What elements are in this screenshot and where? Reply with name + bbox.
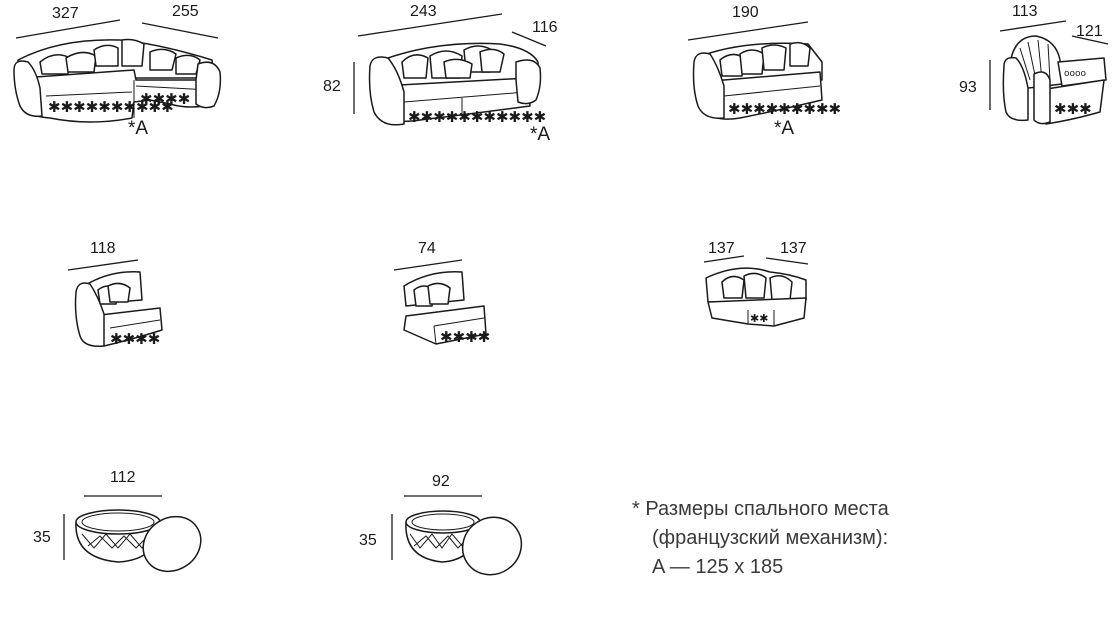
- end-module: 118 ✱✱✱✱: [67, 240, 163, 348]
- dimension-line: [1071, 35, 1109, 45]
- pouf-large-width: 112: [110, 469, 136, 486]
- dimension-line: [703, 255, 745, 263]
- sofa-small-width: 190: [732, 4, 759, 21]
- note-line-3: A — 125 x 185: [652, 556, 784, 578]
- corner-sofa-width-right: 255: [172, 3, 199, 20]
- sofa-large: 243 116 82 ✱✱✱✱✱✱✱✱✱✱✱ *A: [323, 3, 558, 145]
- corner-sofa-width-left: 327: [52, 5, 79, 22]
- pouf-small: 92 35: [359, 473, 523, 576]
- armless-module-width: 74: [418, 240, 436, 257]
- tufting: oooo: [1064, 69, 1087, 79]
- armchair: 113 121 93 oooo ✱✱✱: [959, 3, 1109, 125]
- sofa-small-bed-mark: *A: [774, 118, 794, 139]
- corner-sofa-bed-mark: *A: [128, 118, 148, 139]
- decor-stars: ✱✱✱✱✱✱✱✱✱✱✱: [408, 108, 546, 126]
- sofa-large-depth: 116: [532, 19, 558, 36]
- corner-sofa: 327 255 ✱✱✱✱✱✱✱✱✱✱ ✱✱✱✱ *A: [13, 3, 222, 139]
- decor-stars: ✱✱✱✱✱✱✱✱✱: [728, 100, 841, 118]
- corner-module: 137 137 ✱✱: [703, 240, 809, 327]
- sofa-large-bed-mark: *A: [530, 124, 550, 145]
- dimension-line: [141, 22, 219, 39]
- pouf-large: 112 35: [33, 469, 202, 573]
- decor-stars: ✱✱✱✱: [110, 330, 160, 348]
- corner-module-width-right: 137: [780, 240, 807, 257]
- pouf-large-height: 35: [33, 529, 51, 546]
- sofa-large-width: 243: [410, 3, 437, 20]
- dimension-line: [999, 20, 1067, 32]
- armless-module: 74 ✱✱✱✱: [393, 240, 490, 346]
- note-line-1: * Размеры спального места: [632, 498, 889, 520]
- decor-stars: ✱✱✱✱✱✱✱✱✱✱: [48, 98, 174, 116]
- decor-stars: ✱✱: [750, 312, 768, 325]
- dimension-line: [15, 19, 121, 39]
- note-line-2: (французский механизм):: [652, 527, 889, 549]
- dimension-line: [511, 31, 547, 47]
- decor-stars: ✱✱✱✱: [440, 328, 490, 346]
- armchair-width: 113: [1012, 3, 1038, 20]
- pouf-small-width: 92: [432, 473, 450, 490]
- sofa-small: 190 ✱✱✱✱✱✱✱✱✱ *A: [687, 4, 841, 139]
- dimension-line: [393, 259, 463, 271]
- dimension-line: [67, 259, 139, 271]
- sofa-large-height: 82: [323, 78, 341, 95]
- armchair-depth: 121: [1076, 23, 1103, 40]
- decor-stars: ✱✱✱: [1054, 100, 1092, 118]
- end-module-width: 118: [90, 240, 116, 257]
- decor-stars: ✱✱✱✱: [140, 90, 190, 108]
- dimension-line: [687, 21, 809, 41]
- pouf-small-height: 35: [359, 532, 377, 549]
- dimension-line: [765, 257, 809, 265]
- sleeping-area-note: * Размеры спального места (французский м…: [632, 495, 889, 582]
- corner-module-width-left: 137: [708, 240, 735, 257]
- dimension-line: [357, 13, 503, 37]
- armchair-height: 93: [959, 79, 977, 96]
